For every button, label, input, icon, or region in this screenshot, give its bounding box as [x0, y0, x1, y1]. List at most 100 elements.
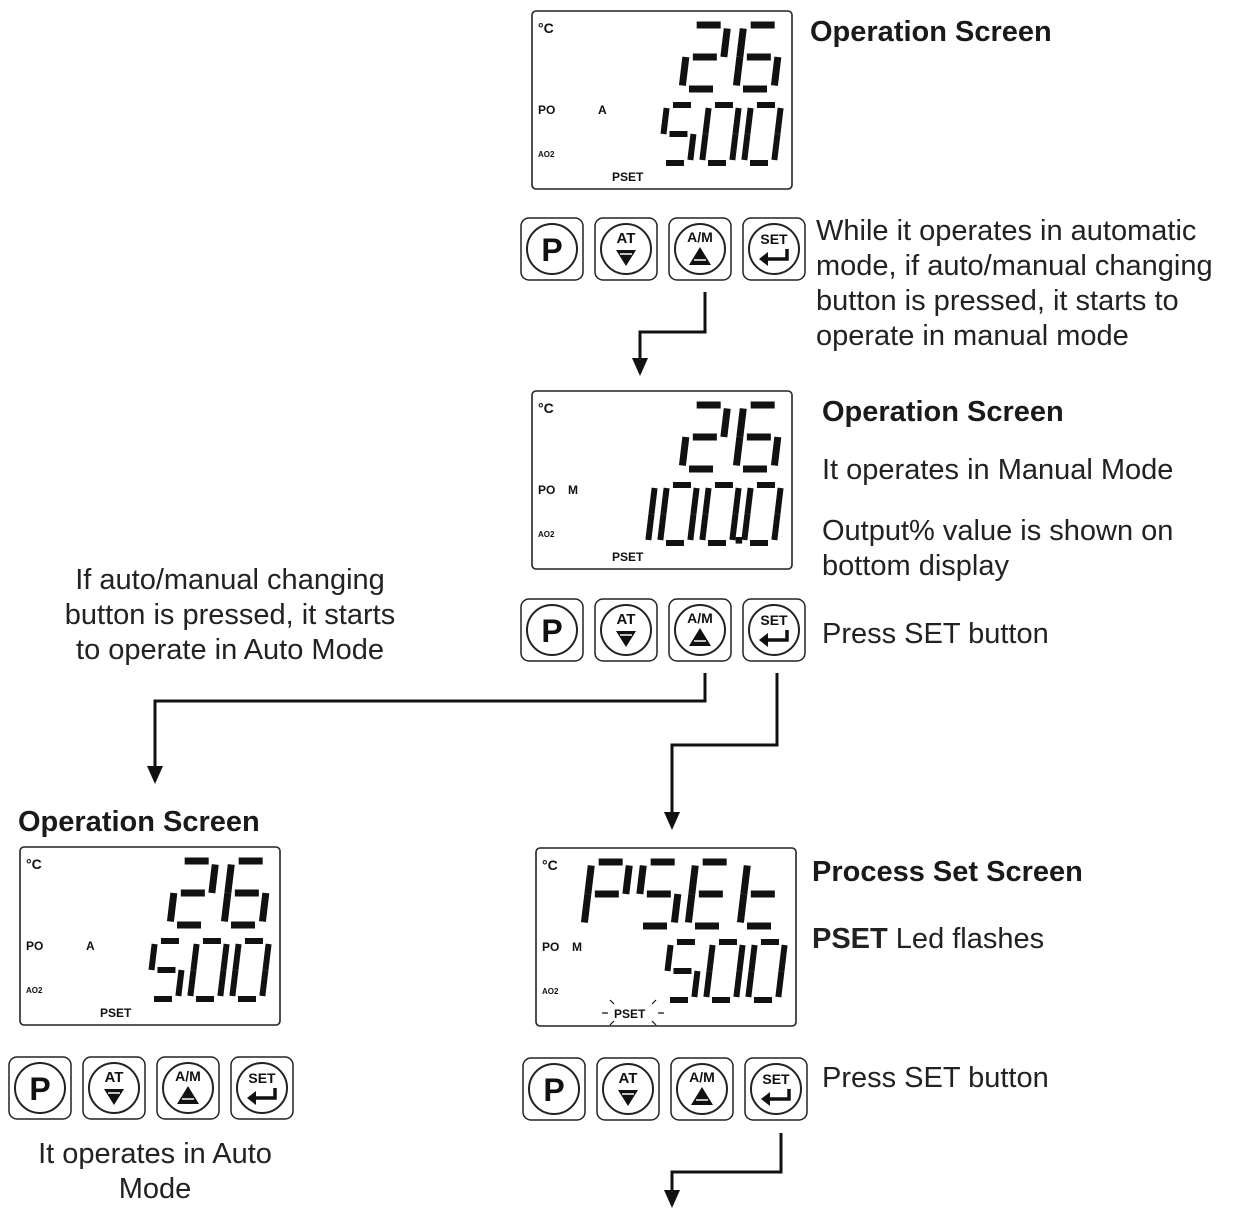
segment-c [259, 969, 269, 997]
segment-e [741, 513, 751, 541]
pset-led-flashing: PSET [614, 1007, 646, 1021]
bottom-display [664, 939, 788, 1003]
segment-b [732, 107, 742, 135]
set-button-label: SET [762, 1071, 790, 1087]
arrow-continue [664, 1133, 783, 1208]
set-button[interactable]: SET [230, 1056, 294, 1120]
ao2-indicator: AO2 [26, 986, 43, 995]
at-button-label: AT [617, 611, 636, 628]
enter-arrow-icon [253, 1088, 277, 1100]
segment-c [670, 893, 682, 923]
screen-2-title: Operation Screen [822, 396, 1064, 428]
arrow-head [664, 812, 680, 830]
am-button[interactable]: A/M [670, 1057, 734, 1121]
segment-f [702, 487, 712, 515]
left-transition-note: If auto/manual changing button is presse… [30, 563, 430, 668]
flash-marks [602, 999, 664, 1026]
segment-e [220, 892, 232, 922]
set-button[interactable]: SET [742, 217, 806, 281]
connector-line [153, 673, 707, 780]
am-button[interactable]: A/M [668, 217, 732, 281]
arrow-to-auto [147, 673, 707, 784]
am-button[interactable]: A/M [668, 598, 732, 662]
at-button[interactable]: AT [596, 1057, 660, 1121]
at-button-label: AT [619, 1070, 638, 1087]
screen-2-manual-note: It operates in Manual Mode [822, 454, 1174, 486]
at-button-label: AT [617, 230, 636, 247]
screen-1-title: Operation Screen [810, 16, 1052, 48]
segment-c [175, 969, 185, 997]
segment-e [745, 970, 755, 998]
segment-e [699, 133, 709, 161]
segment-f [744, 487, 754, 515]
button-ring [602, 1063, 654, 1115]
segment-c [645, 513, 655, 541]
segment-c [258, 892, 270, 922]
segment-c [687, 133, 697, 161]
ao2-indicator: AO2 [538, 530, 555, 539]
mode-indicator: A [598, 103, 607, 117]
left-note-line: to operate in Auto Mode [76, 634, 384, 666]
p-button[interactable]: P [520, 217, 584, 281]
at-button[interactable]: AT [594, 598, 658, 662]
p-button[interactable]: P [520, 598, 584, 662]
am-button[interactable]: A/M [156, 1056, 220, 1120]
pset-led: PSET [100, 1006, 132, 1020]
segment-b [774, 107, 784, 135]
set-button[interactable]: SET [744, 1057, 808, 1121]
segment-b [690, 487, 700, 515]
enter-arrow-icon [765, 630, 789, 642]
screen-4-press-set: Press SET button [822, 1062, 1049, 1094]
po-indicator: PO [542, 940, 559, 954]
decimal-point [735, 537, 743, 544]
segment-f [736, 408, 747, 438]
am-button-label: A/M [175, 1068, 201, 1084]
button-ring [748, 604, 800, 656]
p-button-label: P [541, 613, 562, 649]
segment-e [657, 513, 667, 541]
button-ring [528, 1063, 580, 1115]
segment-f [706, 944, 716, 972]
segment-b [774, 487, 784, 515]
at-button[interactable]: AT [82, 1056, 146, 1120]
arrow-head [147, 766, 163, 784]
segment-e [678, 56, 690, 86]
segment-c [775, 970, 785, 998]
p-button[interactable]: P [522, 1057, 586, 1121]
am-button-label: A/M [687, 229, 713, 245]
p-button-label: P [543, 1072, 564, 1108]
button-row-1: P AT A/M SET [520, 217, 806, 281]
segment-c [687, 513, 697, 541]
segment-e [229, 969, 239, 997]
segment-e [580, 893, 592, 923]
segment-b [720, 408, 731, 438]
at-button[interactable]: AT [594, 217, 658, 281]
screen-2-press-set: Press SET button [822, 618, 1049, 650]
bottom-display [660, 102, 784, 166]
arrow-head [632, 358, 648, 376]
left-note-line: button is pressed, it starts [64, 599, 396, 631]
screen-1-note: While it operates in automatic mode, if … [816, 214, 1255, 354]
segment-f [748, 944, 758, 972]
arrow-to-manual [632, 292, 707, 376]
screen-3-note-line: Mode [118, 1173, 192, 1205]
screen-2-output-note-line: Output% value is shown on [822, 515, 1174, 547]
p-button[interactable]: P [8, 1056, 72, 1120]
connector-line [670, 673, 779, 826]
pset-led-name: PSET [812, 923, 888, 955]
screen-4-title: Process Set Screen [812, 856, 1083, 888]
arrow-head [664, 1190, 680, 1208]
po-indicator: PO [538, 103, 555, 117]
screen-3-note: It operates in Auto Mode [5, 1137, 305, 1207]
segment-f [190, 943, 200, 971]
segment-f [736, 28, 747, 58]
set-button[interactable]: SET [742, 598, 806, 662]
segment-f [224, 864, 235, 894]
screen-2-output-note: Output% value is shown on bottom display [822, 514, 1242, 584]
segment-c [217, 969, 227, 997]
enter-arrow-head [759, 252, 768, 266]
button-ring [600, 604, 652, 656]
